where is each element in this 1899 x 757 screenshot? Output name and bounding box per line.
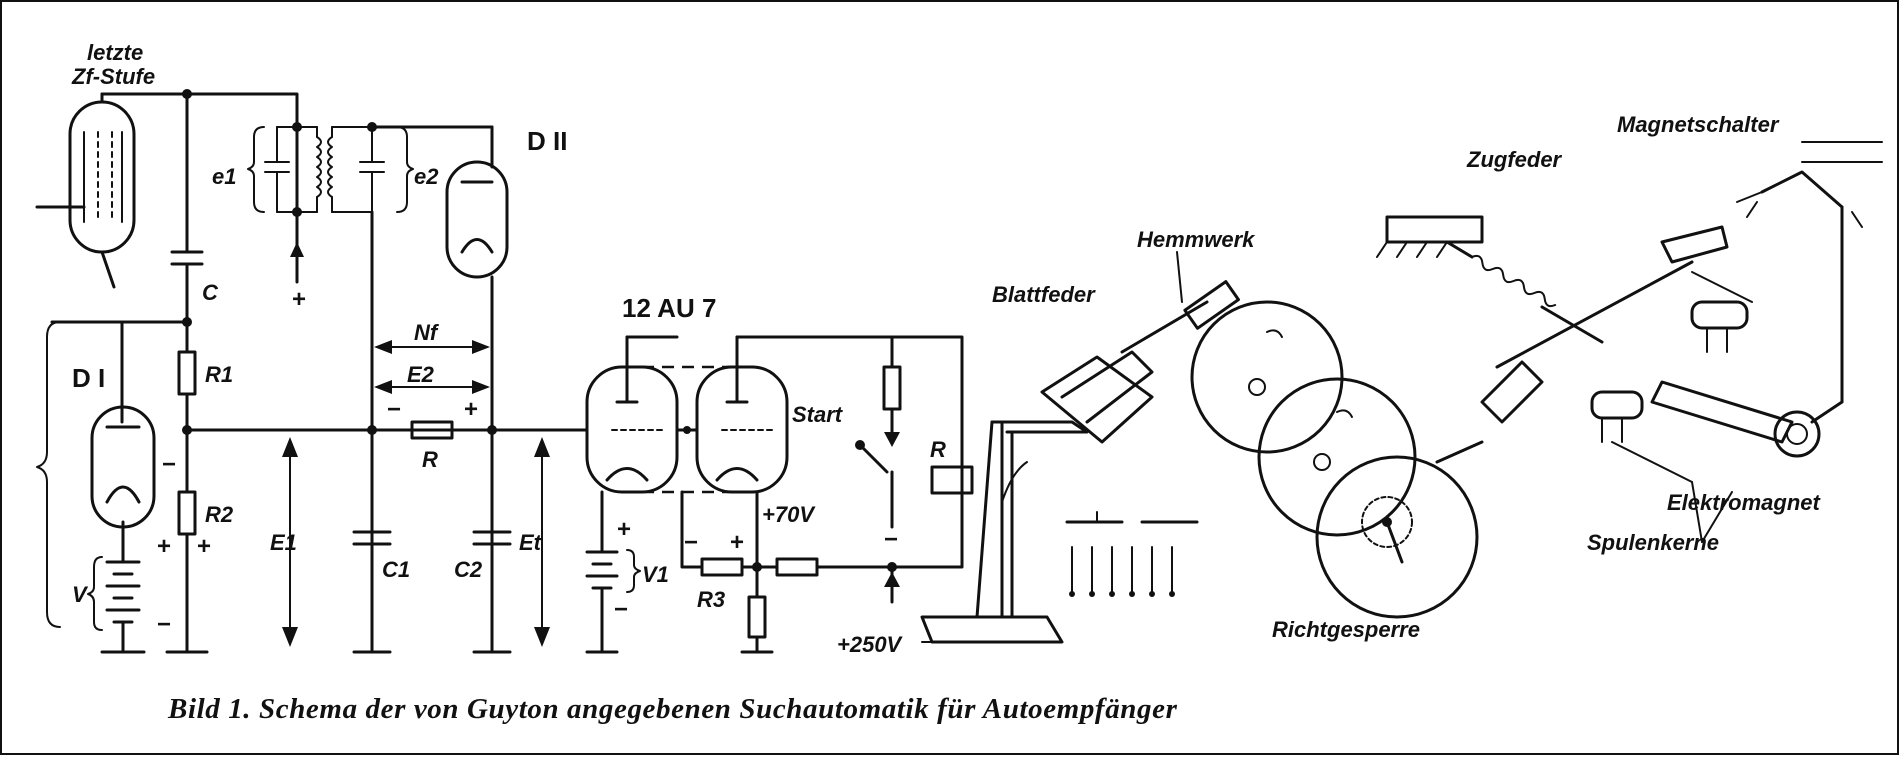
label-hemmwerk: Hemmwerk: [1137, 227, 1256, 252]
tank-circuits: [247, 122, 414, 284]
svg-text:−: −: [162, 451, 176, 478]
label-r-relay: R: [930, 437, 946, 462]
label-d1: D I: [72, 363, 105, 393]
label-spulenkerne: Spulenkerne: [1587, 530, 1719, 555]
label-plus250: +250V: [837, 632, 904, 657]
label-e1-volt: E1: [270, 530, 297, 555]
hemmwerk-wheels: [1190, 300, 1484, 619]
label-c: C: [202, 280, 219, 305]
svg-text:+: +: [157, 533, 171, 560]
label-r2: R2: [205, 502, 234, 527]
label-e1: e1: [212, 164, 236, 189]
svg-text:+: +: [292, 286, 306, 313]
blattfeder-assembly: [920, 251, 1240, 644]
wire-top: [100, 92, 299, 129]
label-plus70: +70V: [762, 502, 816, 527]
svg-text:+: +: [730, 529, 744, 556]
svg-text:−: −: [387, 396, 401, 423]
label-start: Start: [792, 402, 844, 427]
label-12au7: 12 AU 7: [622, 293, 716, 323]
figure-caption: Bild 1. Schema der von Guyton angegebene…: [167, 693, 1178, 725]
diode-d1: [50, 320, 189, 549]
resistor-r: [410, 420, 454, 440]
if-tube: [35, 92, 136, 289]
label-r3: R3: [697, 587, 725, 612]
svg-text:−: −: [884, 526, 898, 553]
svg-text:−: −: [157, 611, 171, 638]
arrows-nf-e2: [374, 340, 490, 394]
label-zugfeder: Zugfeder: [1466, 147, 1563, 172]
label-c2: C2: [454, 557, 483, 582]
svg-text:+: +: [197, 533, 211, 560]
svg-text:−: −: [684, 529, 698, 556]
arrow-e1: [282, 437, 298, 647]
tube-12au7: [585, 335, 789, 494]
svg-text:+: +: [617, 516, 631, 543]
label-c1: C1: [382, 557, 410, 582]
label-nf: Nf: [414, 320, 440, 345]
r3-network: [680, 490, 954, 654]
svg-text:+: +: [464, 396, 478, 423]
capacitors-c1-c2: [352, 530, 512, 654]
polarity-signs: + + + − − − + + − − + −: [157, 286, 898, 638]
battery-v: [87, 545, 146, 654]
label-d2: D II: [527, 126, 567, 156]
divider-r1-r2: [165, 320, 209, 654]
label-v: V: [72, 582, 89, 607]
label-magnetschalter: Magnetschalter: [1617, 112, 1780, 137]
label-v1: V1: [642, 562, 669, 587]
left-brace: [36, 321, 61, 628]
label-r: R: [422, 447, 438, 472]
right-mechanism: [1376, 141, 1883, 543]
label-richtgesperre: Richtgesperre: [1272, 617, 1420, 642]
diode-d2: [445, 125, 509, 654]
start-relay: [735, 335, 974, 604]
label-elektromagnet: Elektromagnet: [1667, 490, 1821, 515]
label-e2: e2: [414, 164, 439, 189]
label-et: Et: [519, 530, 543, 555]
svg-text:−: −: [614, 596, 628, 623]
label-letzte: letzte: [87, 40, 143, 65]
capacitor-c: [170, 92, 204, 324]
battery-v1: [585, 490, 641, 654]
label-r1: R1: [205, 362, 233, 387]
label-zf-stufe: Zf-Stufe: [71, 64, 155, 89]
label-blattfeder: Blattfeder: [992, 282, 1096, 307]
arrow-et: [534, 437, 550, 647]
label-e2-volt: E2: [407, 362, 435, 387]
